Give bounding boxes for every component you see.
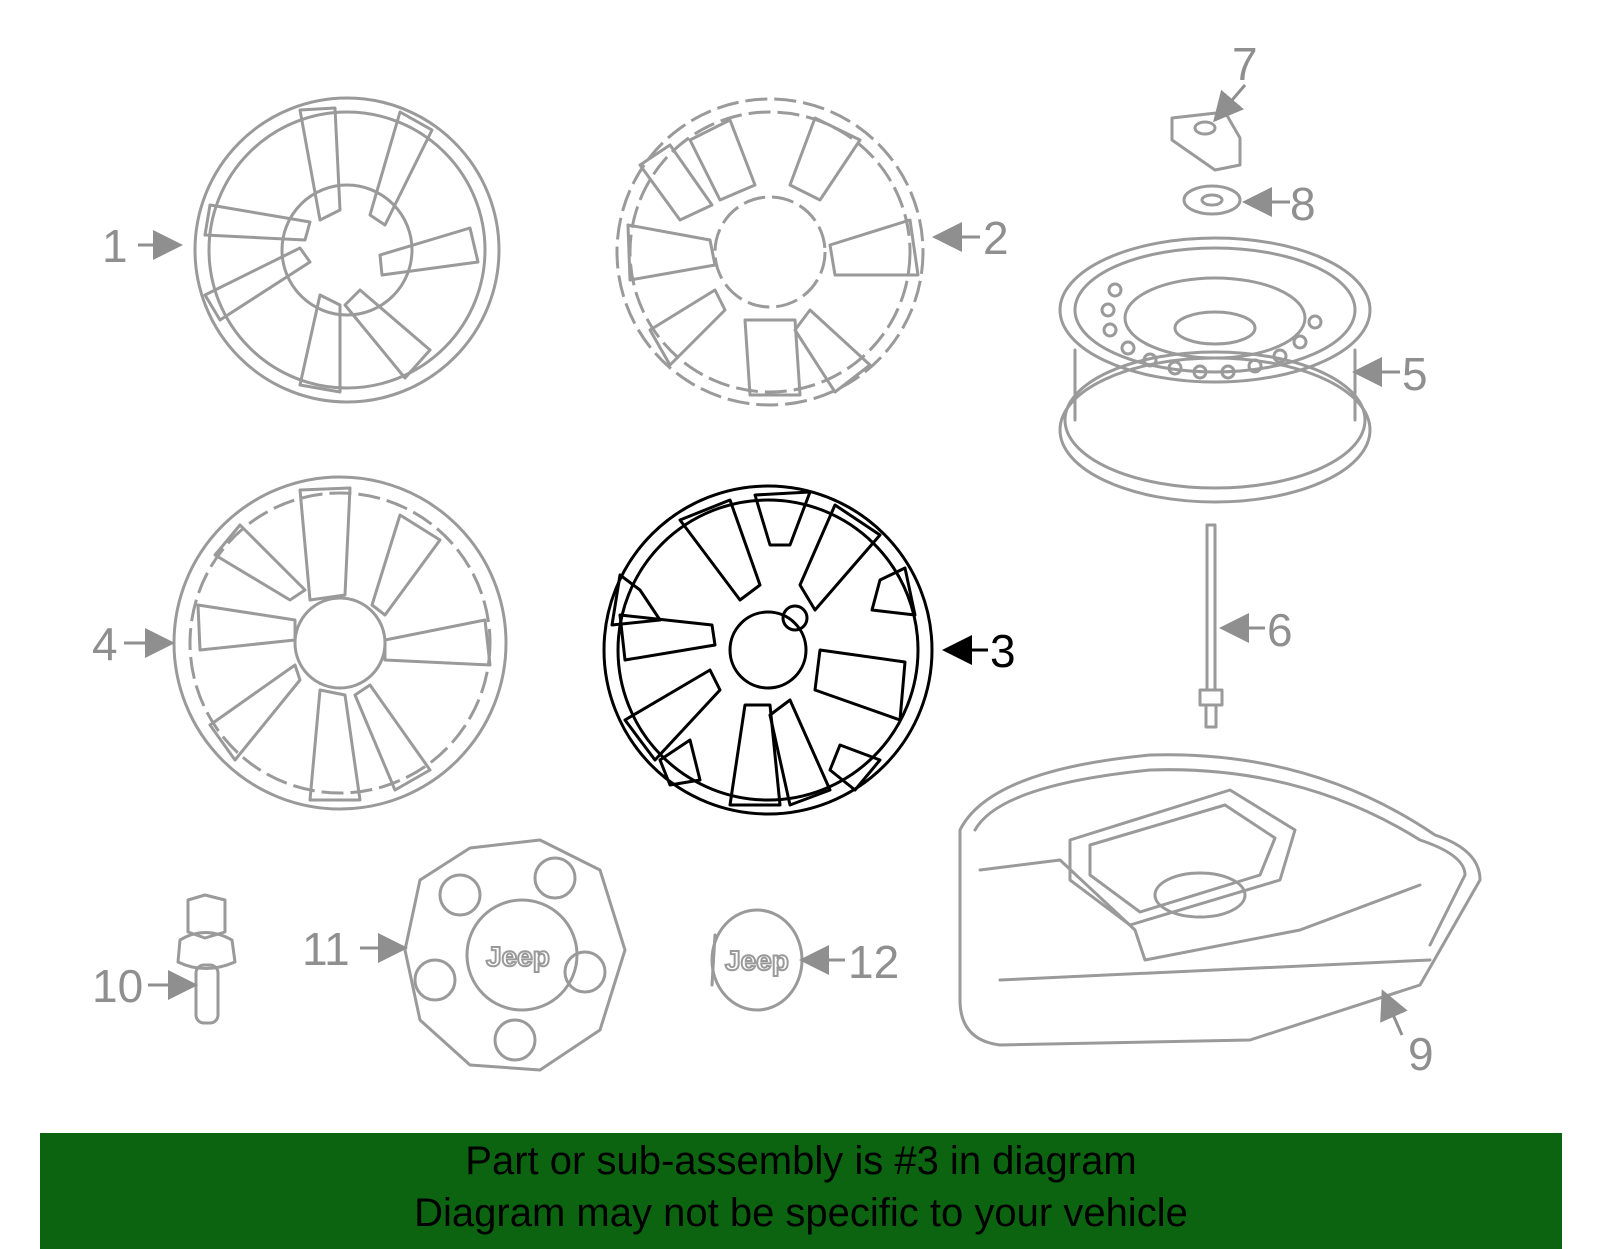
part-5-spare-wheel[interactable] xyxy=(1058,236,1372,504)
info-banner: Part or sub-assembly is #3 in diagram Di… xyxy=(40,1133,1562,1249)
svg-text:12: 12 xyxy=(848,936,899,988)
banner-line-1: Part or sub-assembly is #3 in diagram xyxy=(465,1139,1137,1183)
svg-text:4: 4 xyxy=(92,618,118,670)
svg-text:7: 7 xyxy=(1232,38,1258,90)
svg-text:2: 2 xyxy=(983,212,1009,264)
spare-wheel-holes xyxy=(1100,282,1323,380)
part-7-nut[interactable] xyxy=(1170,110,1242,172)
svg-text:9: 9 xyxy=(1408,1028,1434,1080)
callout-3: 3 xyxy=(942,625,1016,677)
part-8-washer[interactable] xyxy=(1182,184,1242,216)
jeep-logo-cap-11: Jeep xyxy=(486,941,550,972)
part-11-center-cap[interactable]: Jeep xyxy=(403,838,627,1072)
callout-11: 11 xyxy=(302,923,408,975)
svg-text:1: 1 xyxy=(102,220,128,272)
callout-7: 7 xyxy=(1213,38,1258,123)
svg-text:8: 8 xyxy=(1290,178,1316,230)
part-3-wheel-highlighted[interactable] xyxy=(602,484,934,816)
part-9-spare-tire-tray[interactable] xyxy=(958,753,1482,1047)
callout-5: 5 xyxy=(1352,348,1428,400)
callout-8: 8 xyxy=(1242,178,1316,230)
svg-text:11: 11 xyxy=(302,923,350,975)
part-6-hold-down-bolt[interactable] xyxy=(1198,523,1224,729)
part-4-wheel[interactable] xyxy=(172,475,508,811)
part-2-wheel[interactable] xyxy=(615,97,925,407)
callout-12: 12 xyxy=(799,936,899,988)
part-12-emblem-cap[interactable]: Jeep xyxy=(710,908,804,1012)
part-10-lug-bolt[interactable] xyxy=(176,893,237,1025)
svg-text:6: 6 xyxy=(1267,604,1293,656)
callout-10: 10 xyxy=(92,960,198,1012)
callout-4: 4 xyxy=(92,618,175,670)
banner-line-2: Diagram may not be specific to your vehi… xyxy=(414,1191,1188,1235)
svg-text:5: 5 xyxy=(1402,348,1428,400)
svg-text:10: 10 xyxy=(92,960,143,1012)
jeep-logo-cap-12: Jeep xyxy=(725,945,789,976)
parts-diagram: 1 2 3 xyxy=(92,38,1482,1080)
svg-text:3: 3 xyxy=(990,625,1016,677)
callout-6: 6 xyxy=(1219,604,1293,656)
callout-9: 9 xyxy=(1380,989,1434,1080)
callout-2: 2 xyxy=(932,212,1009,264)
part-1-wheel[interactable] xyxy=(193,96,501,404)
callout-1: 1 xyxy=(102,220,183,272)
